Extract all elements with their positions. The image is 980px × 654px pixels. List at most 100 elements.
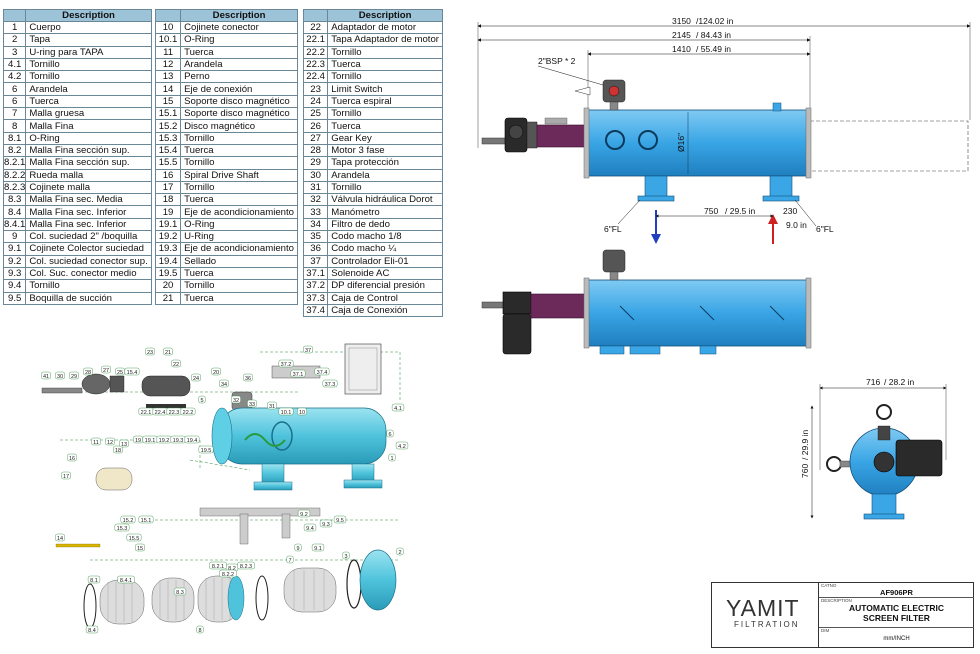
callout-label: 37.3 [325, 382, 336, 388]
motor-adapter [536, 124, 586, 148]
callout-label: 37.2 [281, 362, 292, 368]
dim-diameter: Ø16" [676, 133, 686, 152]
callout-box [247, 399, 257, 408]
callout-box [120, 515, 136, 524]
callout-label: 17 [63, 474, 69, 480]
callout-box [333, 515, 347, 524]
part-description: Col. suciedad 2" /boquilla [25, 230, 152, 244]
table-header: Description [180, 9, 298, 22]
callout-label: 16 [69, 456, 75, 462]
part-description: U-ring para TAPA [25, 45, 152, 59]
field-catno: CATNO AF906PR [819, 583, 974, 598]
callout-box [191, 373, 201, 382]
description-line1: AUTOMATIC ELECTRIC [848, 603, 945, 613]
part-number: 2 [2, 33, 27, 47]
field-label: DIM [821, 628, 830, 633]
part-number: 8 [2, 119, 27, 133]
exploded-body [219, 407, 387, 465]
callout-box [180, 407, 196, 416]
callout-label: 12 [107, 440, 113, 446]
callout-box [243, 373, 253, 382]
table-header: Description [327, 9, 443, 22]
callout-label: 5 [200, 398, 203, 404]
part-description: U-Ring [180, 230, 298, 244]
motor [895, 439, 943, 477]
callout-label: 21 [165, 350, 171, 356]
part-number: 15.2 [154, 119, 182, 133]
callout-label: 37.1 [293, 372, 304, 378]
part-description: Tornillo [327, 180, 443, 195]
part-number: 19.3 [154, 242, 182, 256]
part-number: 8.2.1 [2, 156, 27, 170]
callout-box [114, 523, 130, 532]
part-number: 15.3 [154, 131, 182, 145]
callout-box [124, 367, 140, 376]
part-number: 9.5 [2, 291, 27, 305]
part-description: Codo macho 1/8 [327, 230, 443, 244]
callout-label: 8.4 [88, 628, 96, 634]
part-description: Cojinete malla [25, 180, 152, 195]
part-number: 15.4 [154, 143, 182, 158]
callout-label: 15.5 [129, 536, 140, 542]
part-description: Arandela [327, 168, 443, 182]
callout-label: 8.4.1 [120, 578, 132, 584]
callout-label: 13 [121, 442, 127, 448]
callout-box [219, 569, 237, 578]
part-description: Eje de acondicionamiento [180, 205, 298, 219]
callout-box [87, 575, 101, 584]
callout-label: 8 [198, 628, 201, 634]
filter-body [587, 279, 811, 347]
callout-label: 19.4 [187, 438, 198, 444]
callout-label: 4.1 [394, 406, 402, 412]
callout-box [41, 371, 51, 380]
callout-box [290, 369, 306, 378]
callout-box [138, 515, 154, 524]
callout-box [342, 551, 350, 560]
part-number: 16 [154, 168, 182, 182]
callout-label: 15.4 [127, 370, 138, 376]
callout-label: 9.4 [306, 526, 314, 532]
part-description: Tuerca [180, 291, 298, 305]
callout-label: 34 [221, 382, 227, 388]
dim-width-in: / 28.2 in [884, 377, 915, 387]
callout-label: 14 [57, 536, 63, 542]
callout-box [314, 367, 330, 376]
part-description: Codo macho ¼ [327, 242, 443, 256]
callout-label: 30 [57, 374, 63, 380]
callout-label: 4.2 [398, 444, 406, 450]
callout-box [297, 407, 307, 416]
callout-label: 19.1 [145, 438, 156, 444]
part-number: 37.4 [302, 303, 329, 318]
part-description: Malla Fina sección sup. [25, 156, 152, 170]
motor [502, 313, 532, 355]
callout-box [126, 533, 142, 542]
part-description: Tornillo [180, 156, 298, 170]
callout-box [319, 519, 333, 528]
callout-box [119, 439, 129, 448]
part-description: Malla Fina sec. Media [25, 193, 152, 207]
part-number: 29 [302, 156, 329, 170]
dim-height-in: / 29.9 in [800, 429, 810, 460]
callout-label: 3 [344, 554, 347, 560]
part-description: Tornillo [180, 131, 298, 145]
dim-width: 716 [866, 377, 880, 387]
